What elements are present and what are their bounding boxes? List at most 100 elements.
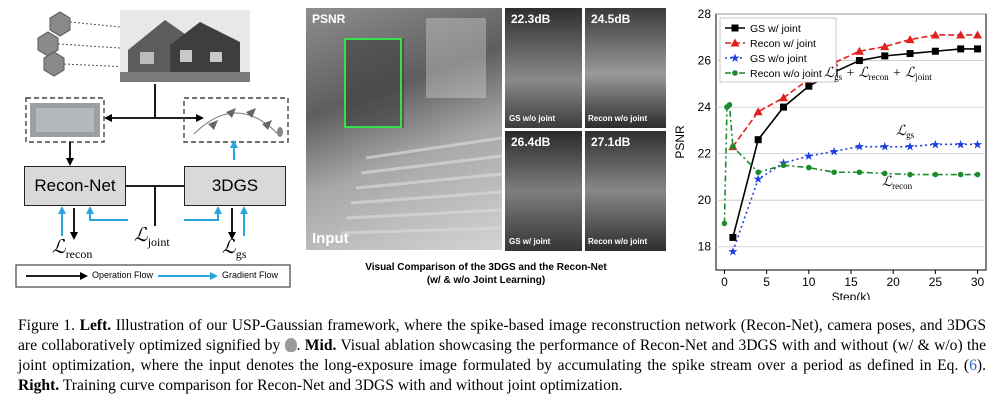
- data-point: [721, 220, 728, 227]
- x-axis-label: Step(k): [832, 290, 871, 300]
- roi-box: [344, 38, 402, 128]
- data-point: [780, 162, 787, 169]
- input-label: Input: [312, 230, 349, 247]
- y-tick-label: 22: [698, 147, 712, 161]
- crop-tile: 24.5dB Recon w/o joint: [585, 8, 666, 128]
- data-point: [957, 171, 964, 178]
- crop-tile: 26.4dB GS w/ joint: [505, 131, 582, 251]
- data-point: [931, 47, 939, 55]
- data-point: [805, 82, 813, 90]
- crop-psnr: 22.3dB: [511, 12, 551, 26]
- y-tick-label: 28: [698, 7, 712, 21]
- input-texture: [340, 18, 502, 235]
- mid-text: Visual ablation showcasing the performan…: [18, 337, 987, 374]
- data-point: [754, 136, 762, 144]
- data-point: [957, 45, 965, 53]
- data-point: ★: [753, 172, 764, 186]
- data-point: [974, 171, 981, 178]
- x-tick-label: 30: [971, 275, 985, 289]
- data-point: ★: [972, 137, 983, 151]
- gaussian-icon: [284, 338, 297, 352]
- data-point: [779, 93, 788, 102]
- data-point: [906, 50, 914, 58]
- data-point: [780, 103, 787, 111]
- crop-psnr: 27.1dB: [591, 135, 631, 149]
- right-text: Training curve comparison for Recon-Net …: [59, 377, 623, 394]
- data-point: [956, 30, 966, 39]
- crop-caption: Recon w/o joint: [588, 237, 648, 246]
- data-point: [755, 169, 761, 176]
- legend-operation-flow: Operation Flow: [92, 270, 154, 280]
- y-tick-label: 24: [698, 100, 712, 114]
- right-label: Right.: [18, 377, 60, 394]
- annotation-joint: ℒgs + ℒrecon + ℒjoint: [824, 66, 932, 82]
- camera-icon: [37, 11, 71, 77]
- mid-text-end: ).: [976, 357, 986, 374]
- data-point: [730, 143, 736, 150]
- data-point: ★: [905, 140, 916, 154]
- crop-psnr: 24.5dB: [591, 12, 631, 26]
- data-point: [855, 57, 863, 65]
- psnr-label: PSNR: [312, 12, 346, 26]
- data-point: [974, 45, 982, 53]
- legend-gradient-flow: Gradient Flow: [222, 270, 279, 280]
- data-point: [905, 35, 915, 44]
- data-point: [854, 46, 864, 55]
- data-point: [932, 171, 939, 178]
- data-point: [907, 171, 913, 178]
- legend-entry: GS w/ joint: [750, 23, 801, 35]
- loss-gs-label: ℒgs: [222, 237, 247, 261]
- data-point: [881, 170, 888, 177]
- data-point: [726, 101, 733, 108]
- crop-caption: GS w/ joint: [509, 237, 551, 246]
- mid-label: Mid.: [304, 337, 337, 354]
- data-point: [732, 70, 738, 76]
- data-point: ★: [879, 140, 890, 154]
- left-text: Illustration of our USP-Gaussian framewo…: [18, 317, 987, 354]
- data-point: [806, 164, 812, 171]
- y-tick-label: 26: [698, 54, 712, 68]
- x-tick-label: 5: [763, 275, 770, 289]
- crop-tile: 27.1dB Recon w/o joint: [585, 131, 666, 251]
- data-point: [753, 107, 763, 116]
- crop-caption: Recon w/o joint: [588, 114, 648, 123]
- x-tick-label: 10: [802, 275, 816, 289]
- framework-diagram: Recon-Net 3DGS ℒrecon ℒjoint ℒgs Operati…: [0, 0, 300, 300]
- loss-recon-label: ℒrecon: [52, 237, 93, 261]
- data-point: [730, 38, 740, 47]
- data-point: [731, 24, 739, 32]
- x-tick-label: 0: [721, 275, 728, 289]
- left-label: Left.: [79, 317, 112, 334]
- input-image: PSNR Input: [306, 8, 502, 250]
- crop-psnr: 26.4dB: [511, 135, 551, 149]
- data-point: [856, 169, 863, 176]
- equation-link[interactable]: 6: [969, 357, 977, 374]
- data-point: ★: [955, 137, 966, 151]
- data-point: [930, 30, 940, 39]
- data-point: [729, 233, 737, 241]
- gs-box: 3DGS: [184, 166, 286, 206]
- visual-title-line1: Visual Comparison of the 3DGS and the Re…: [365, 262, 607, 273]
- series-line: [723, 103, 978, 224]
- legend-entry: GS w/o joint: [750, 53, 807, 65]
- gs-label: 3DGS: [211, 176, 259, 195]
- data-point: ★: [730, 51, 741, 65]
- house-image: [120, 10, 250, 82]
- recon-net-label: Recon-Net: [34, 176, 116, 195]
- crop-caption: GS w/o joint: [509, 114, 556, 123]
- x-tick-label: 20: [887, 275, 901, 289]
- x-tick-label: 25: [929, 275, 943, 289]
- visual-title-line2: (w/ & w/o Joint Learning): [426, 275, 546, 286]
- x-tick-label: 15: [844, 275, 858, 289]
- recon-net-box: Recon-Net: [24, 166, 126, 206]
- legend-entry: Recon w/o joint: [750, 68, 822, 80]
- annotation-gs: ℒgs: [896, 124, 915, 140]
- loss-joint-label: ℒjoint: [134, 225, 170, 249]
- data-point: [880, 42, 890, 51]
- y-tick-label: 18: [698, 240, 712, 254]
- y-tick-label: 20: [698, 193, 712, 207]
- figure-caption: Figure 1. Left. Illustration of our USP-…: [18, 317, 987, 394]
- annotation-recon: ℒrecon: [882, 175, 913, 191]
